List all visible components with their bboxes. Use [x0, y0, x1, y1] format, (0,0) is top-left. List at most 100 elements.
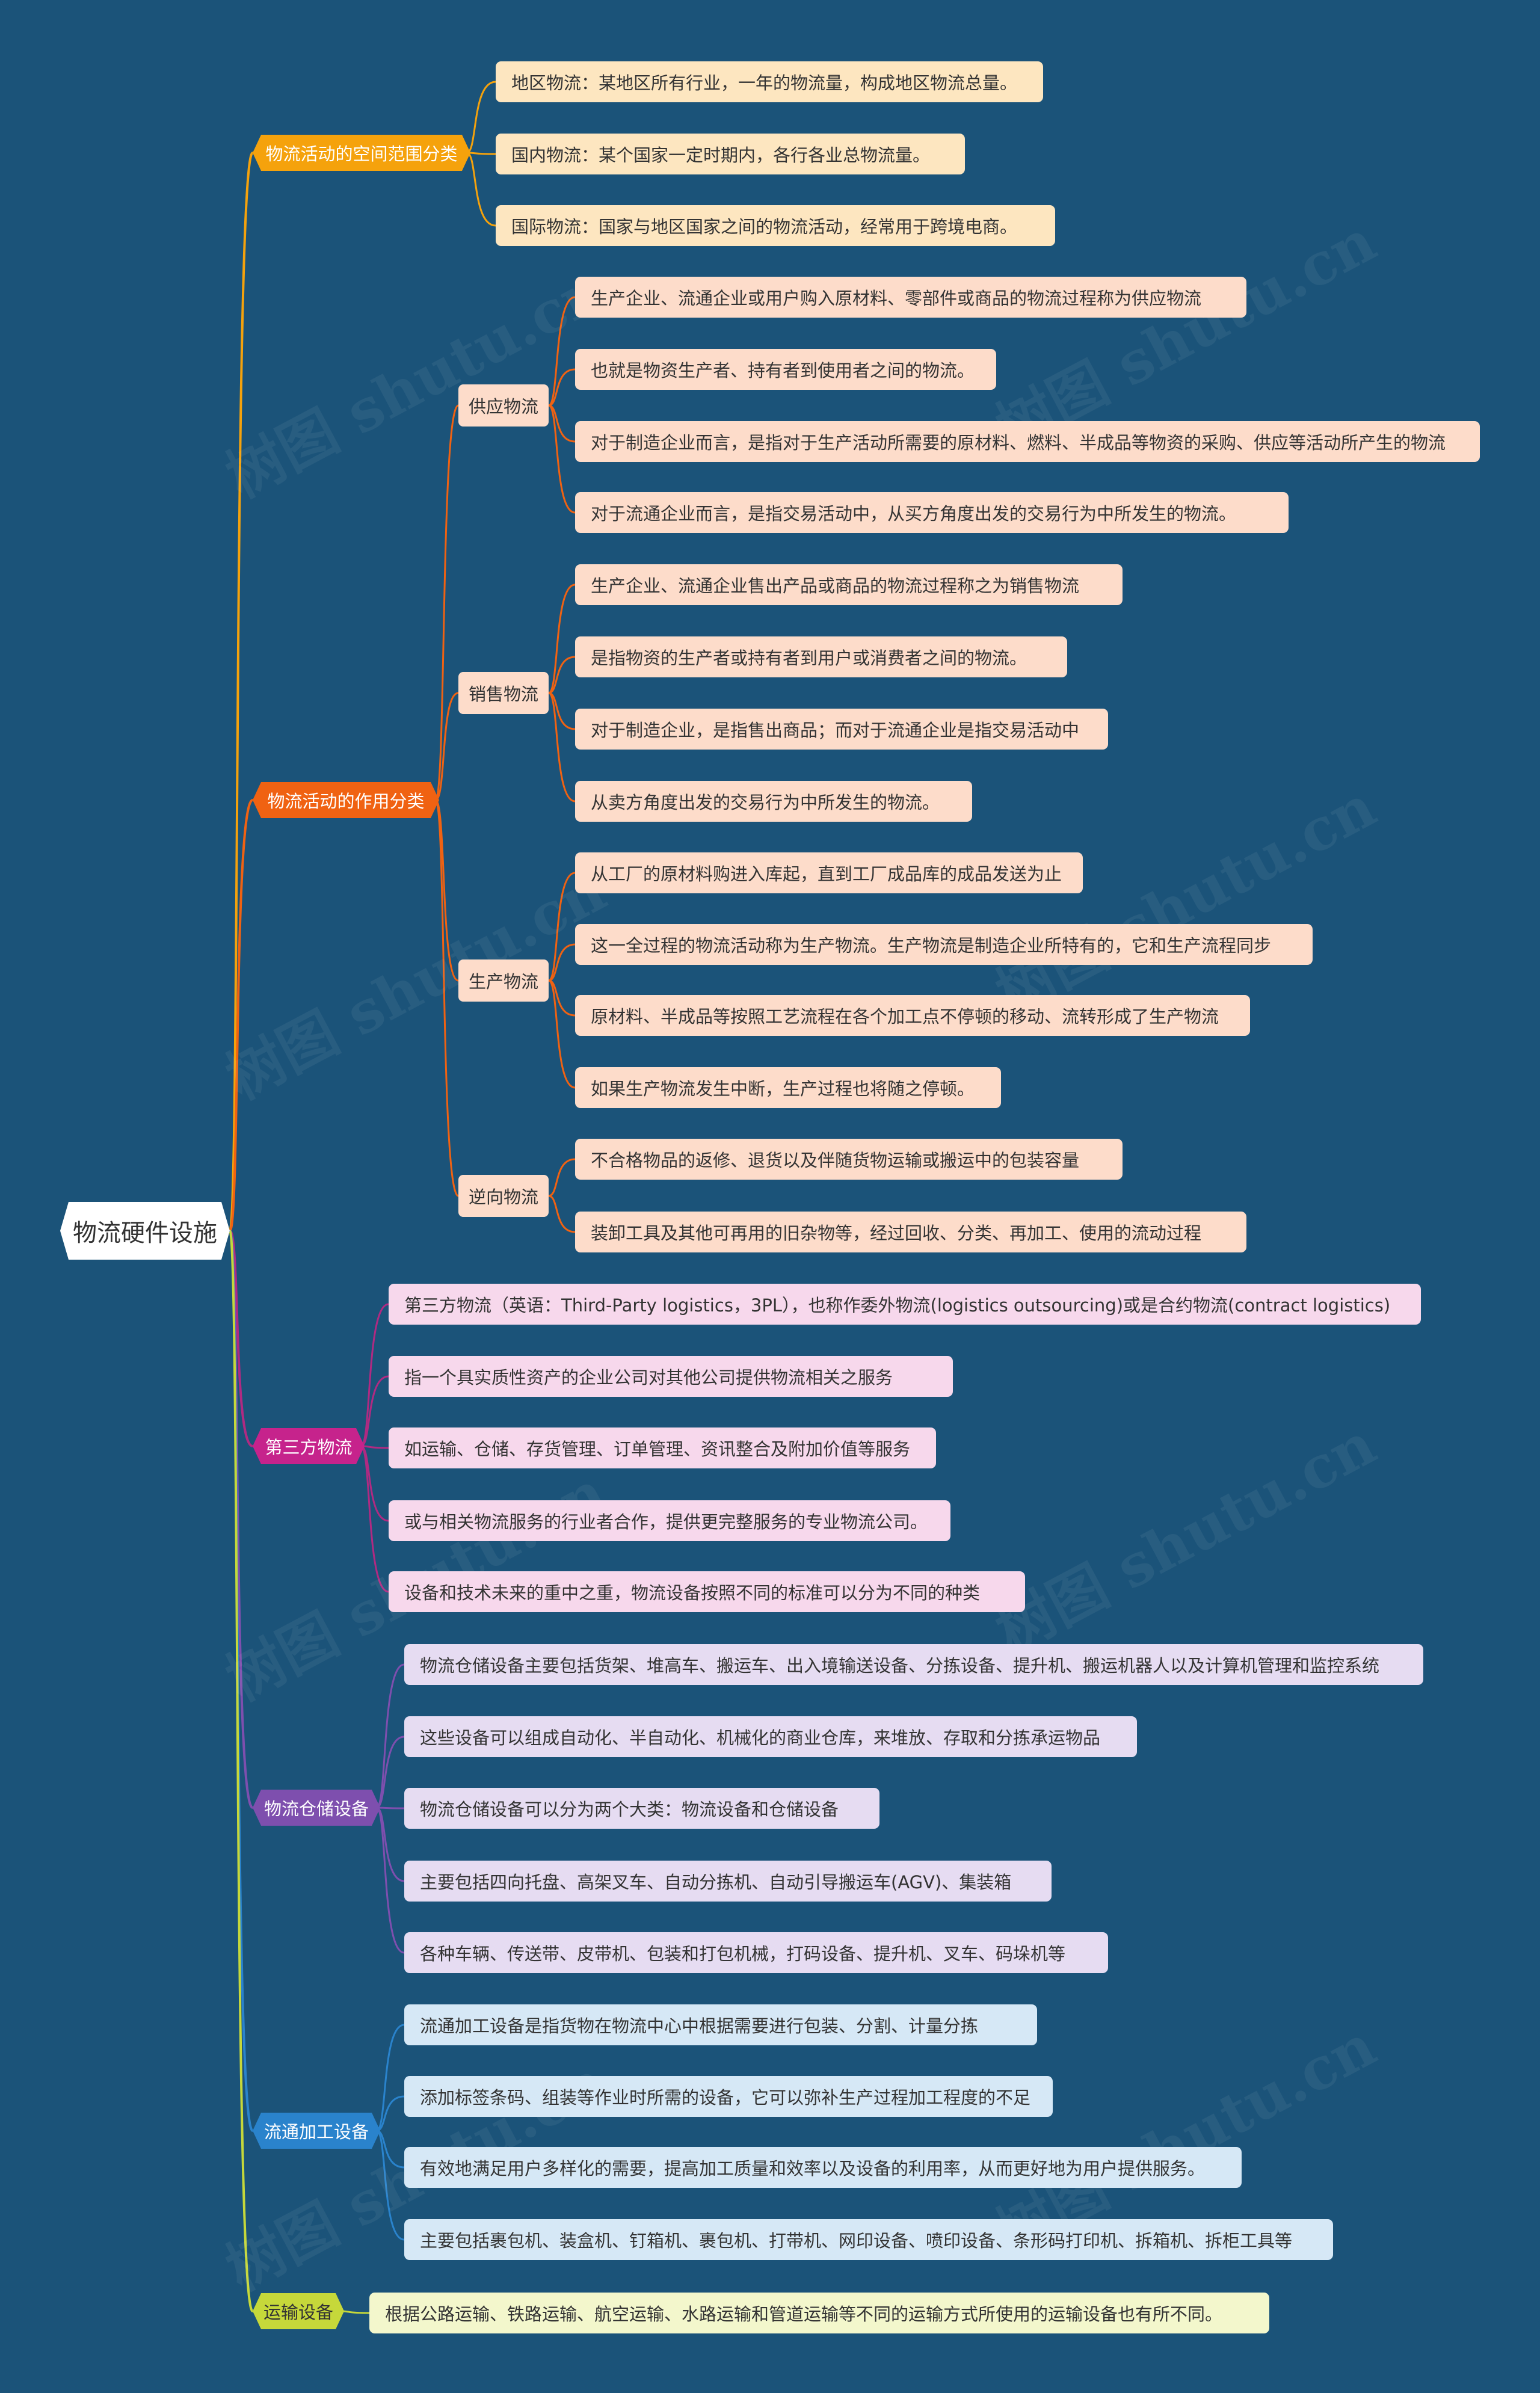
leaf-node[interactable]: 从卖方角度出发的交易行为中所发生的物流。	[575, 781, 972, 822]
leaf-node-label: 有效地满足用户多样化的需要，提高加工质量和效率以及设备的利用率，从而更好地为用户…	[420, 2158, 1206, 2179]
leaf-node[interactable]: 国际物流：国家与地区国家之间的物流活动，经常用于跨境电商。	[496, 205, 1055, 246]
leaf-node-label: 对于流通企业而言，是指交易活动中，从买方角度出发的交易行为中所发生的物流。	[591, 504, 1237, 524]
leaf-node[interactable]: 对于流通企业而言，是指交易活动中，从买方角度出发的交易行为中所发生的物流。	[575, 492, 1289, 533]
leaf-node[interactable]: 流通加工设备是指货物在物流中心中根据需要进行包装、分割、计量分拣	[404, 2004, 1037, 2045]
leaf-node[interactable]: 原材料、半成品等按照工艺流程在各个加工点不停顿的移动、流转形成了生产物流	[575, 995, 1250, 1036]
connector-sub-leaf	[548, 368, 576, 407]
leaf-node[interactable]: 装卸工具及其他可再用的旧杂物等，经过回收、分类、再加工、使用的流动过程	[575, 1212, 1246, 1252]
leaf-node[interactable]: 是指物资的生产者或持有者到用户或消费者之间的物流。	[575, 636, 1067, 677]
leaf-node-label: 指一个具实质性资产的企业公司对其他公司提供物流相关之服务	[404, 1367, 893, 1388]
leaf-node[interactable]: 如果生产物流发生中断，生产过程也将随之停顿。	[575, 1067, 1001, 1108]
connector-sub-leaf	[548, 1158, 576, 1197]
leaf-node[interactable]: 不合格物品的返修、退货以及伴随货物运输或搬运中的包装容量	[575, 1139, 1123, 1180]
connector-sub-leaf	[548, 692, 576, 730]
branch-node[interactable]: 物流活动的作用分类	[253, 782, 439, 818]
connector-branch-leaf	[375, 1663, 405, 1809]
leaf-node-label: 根据公路运输、铁路运输、航空运输、水路运输和管道运输等不同的运输方式所使用的运输…	[385, 2304, 1223, 2324]
connector-root-branch	[229, 152, 254, 1232]
leaf-node-label: 添加标签条码、组装等作业时所需的设备，它可以弥补生产过程加工程度的不足	[420, 2087, 1031, 2108]
connector-branch-leaf	[360, 1445, 389, 1593]
connector-branch-sub	[435, 692, 459, 801]
sub-node[interactable]: 逆向物流	[458, 1175, 549, 1217]
connector-sub-leaf	[548, 1195, 576, 1233]
leaf-node[interactable]: 地区物流：某地区所有行业，一年的物流量，构成地区物流总量。	[496, 61, 1043, 102]
connector-sub-leaf	[548, 872, 576, 982]
leaf-node-label: 从工厂的原材料购进入库起，直到工厂成品库的成品发送为止	[591, 864, 1062, 884]
branch-node[interactable]: 运输设备	[253, 2293, 344, 2329]
leaf-node-label: 主要包括裹包机、装盒机、钉箱机、裹包机、打带机、网印设备、喷印设备、条形码打印机…	[420, 2231, 1293, 2251]
branch-node[interactable]: 第三方物流	[253, 1428, 365, 1464]
root-label: 物流硬件设施	[73, 1219, 217, 1247]
connector-branch-leaf	[376, 1735, 405, 1809]
connector-sub-leaf	[548, 296, 576, 407]
branch-node[interactable]: 物流仓储设备	[253, 1790, 380, 1826]
connector-branch-leaf	[360, 1303, 389, 1447]
branch-node[interactable]: 流通加工设备	[253, 2113, 380, 2149]
connector-sub-leaf	[548, 404, 576, 443]
leaf-node[interactable]: 这一全过程的物流活动称为生产物流。生产物流是制造企业所特有的，它和生产流程同步	[575, 924, 1313, 965]
connector-sub-leaf	[548, 404, 576, 514]
leaf-node-label: 地区物流：某地区所有行业，一年的物流量，构成地区物流总量。	[511, 73, 1018, 93]
connector-branch-sub	[434, 799, 460, 1197]
leaf-node-label: 如果生产物流发生中断，生产过程也将随之停顿。	[591, 1079, 975, 1099]
sub-node[interactable]: 供应物流	[458, 384, 549, 427]
leaf-node-label: 设备和技术未来的重中之重，物流设备按照不同的标准可以分为不同的种类	[404, 1583, 981, 1603]
branch-node-label: 物流活动的空间范围分类	[265, 144, 458, 164]
connector-branch-leaf	[466, 81, 496, 154]
leaf-node-label: 如运输、仓储、存货管理、订单管理、资讯整合及附加价值等服务	[404, 1439, 911, 1459]
connector-branch-leaf	[376, 2130, 405, 2241]
leaf-node[interactable]: 添加标签条码、组装等作业时所需的设备，它可以弥补生产过程加工程度的不足	[404, 2076, 1053, 2117]
leaf-node[interactable]: 从工厂的原材料购进入库起，直到工厂成品库的成品发送为止	[575, 852, 1083, 893]
connector-branch-leaf	[360, 1375, 389, 1447]
leaf-node[interactable]: 这些设备可以组成自动化、半自动化、机械化的商业仓库，来堆放、存取和分拣承运物品	[404, 1716, 1137, 1757]
root-node[interactable]: 物流硬件设施	[60, 1202, 230, 1260]
sub-node[interactable]: 生产物流	[458, 959, 549, 1002]
branch-node-label: 第三方物流	[265, 1437, 353, 1458]
leaf-node-label: 从卖方角度出发的交易行为中所发生的物流。	[591, 792, 940, 813]
leaf-node[interactable]: 生产企业、流通企业或用户购入原材料、零部件或商品的物流过程称为供应物流	[575, 277, 1246, 318]
leaf-node[interactable]: 第三方物流（英语：Third-Party logistics，3PL），也称作委…	[389, 1284, 1421, 1325]
connector-sub-leaf	[548, 979, 576, 1017]
leaf-node-label: 国内物流：某个国家一定时期内，各行各业总物流量。	[511, 145, 931, 165]
branch-node-label: 运输设备	[263, 2302, 333, 2323]
leaf-node[interactable]: 生产企业、流通企业售出产品或商品的物流过程称之为销售物流	[575, 564, 1123, 605]
leaf-node[interactable]: 指一个具实质性资产的企业公司对其他公司提供物流相关之服务	[389, 1356, 953, 1397]
leaf-node[interactable]: 物流仓储设备主要包括货架、堆高车、搬运车、出入境输送设备、分拣设备、提升机、搬运…	[404, 1644, 1423, 1685]
leaf-node-label: 国际物流：国家与地区国家之间的物流活动，经常用于跨境电商。	[511, 217, 1018, 237]
leaf-node-label: 生产企业、流通企业售出产品或商品的物流过程称之为销售物流	[591, 576, 1080, 596]
connector-branch-leaf	[360, 1445, 389, 1449]
branch-node-label: 流通加工设备	[263, 2122, 369, 2142]
leaf-node[interactable]: 对于制造企业而言，是指对于生产活动所需要的原材料、燃料、半成品等物资的采购、供应…	[575, 421, 1480, 462]
leaf-node[interactable]: 或与相关物流服务的行业者合作，提供更完整服务的专业物流公司。	[389, 1500, 950, 1541]
branch-node[interactable]: 物流活动的空间范围分类	[253, 135, 470, 171]
sub-node-label: 销售物流	[468, 684, 538, 704]
connector-sub-leaf	[548, 979, 576, 1089]
connector-sub-leaf	[548, 692, 576, 802]
sub-node-label: 逆向物流	[468, 1187, 538, 1207]
leaf-node-label: 装卸工具及其他可再用的旧杂物等，经过回收、分类、再加工、使用的流动过程	[591, 1223, 1202, 1243]
leaf-node[interactable]: 国内物流：某个国家一定时期内，各行各业总物流量。	[496, 134, 965, 174]
leaf-node-label: 或与相关物流服务的行业者合作，提供更完整服务的专业物流公司。	[404, 1512, 928, 1532]
leaf-node[interactable]: 如运输、仓储、存货管理、订单管理、资讯整合及附加价值等服务	[389, 1427, 936, 1468]
leaf-node[interactable]: 设备和技术未来的重中之重，物流设备按照不同的标准可以分为不同的种类	[389, 1571, 1025, 1612]
leaf-node-label: 各种车辆、传送带、皮带机、包装和打包机械，打码设备、提升机、叉车、码垛机等	[420, 1944, 1066, 1964]
leaf-node-label: 对于制造企业而言，是指对于生产活动所需要的原材料、燃料、半成品等物资的采购、供应…	[591, 433, 1446, 453]
connector-root-branch	[229, 1230, 254, 2312]
leaf-node[interactable]: 各种车辆、传送带、皮带机、包装和打包机械，打码设备、提升机、叉车、码垛机等	[404, 1932, 1108, 1973]
sub-node[interactable]: 销售物流	[458, 672, 549, 714]
leaf-node[interactable]: 物流仓储设备可以分为两个大类：物流设备和仓储设备	[404, 1788, 879, 1829]
leaf-node[interactable]: 主要包括裹包机、装盒机、钉箱机、裹包机、打带机、网印设备、喷印设备、条形码打印机…	[404, 2219, 1333, 2260]
leaf-node-label: 物流仓储设备主要包括货架、堆高车、搬运车、出入境输送设备、分拣设备、提升机、搬运…	[420, 1655, 1380, 1676]
connector-branch-leaf	[466, 152, 496, 227]
connector-sub-leaf	[548, 656, 576, 694]
leaf-node-label: 生产企业、流通企业或用户购入原材料、零部件或商品的物流过程称为供应物流	[591, 288, 1202, 309]
leaf-node[interactable]: 对于制造企业，是指售出商品；而对于流通企业是指交易活动中	[575, 709, 1108, 750]
leaf-node[interactable]: 根据公路运输、铁路运输、航空运输、水路运输和管道运输等不同的运输方式所使用的运输…	[369, 2293, 1269, 2333]
leaf-node[interactable]: 也就是物资生产者、持有者到使用者之间的物流。	[575, 349, 996, 390]
leaf-node[interactable]: 有效地满足用户多样化的需要，提高加工质量和效率以及设备的利用率，从而更好地为用户…	[404, 2147, 1242, 2188]
leaf-node-label: 第三方物流（英语：Third-Party logistics，3PL），也称作委…	[404, 1295, 1391, 1316]
leaf-node-label: 流通加工设备是指货物在物流中心中根据需要进行包装、分割、计量分拣	[420, 2016, 979, 2036]
leaf-node[interactable]: 主要包括四向托盘、高架叉车、自动分拣机、自动引导搬运车(AGV)、集装箱	[404, 1861, 1052, 1902]
